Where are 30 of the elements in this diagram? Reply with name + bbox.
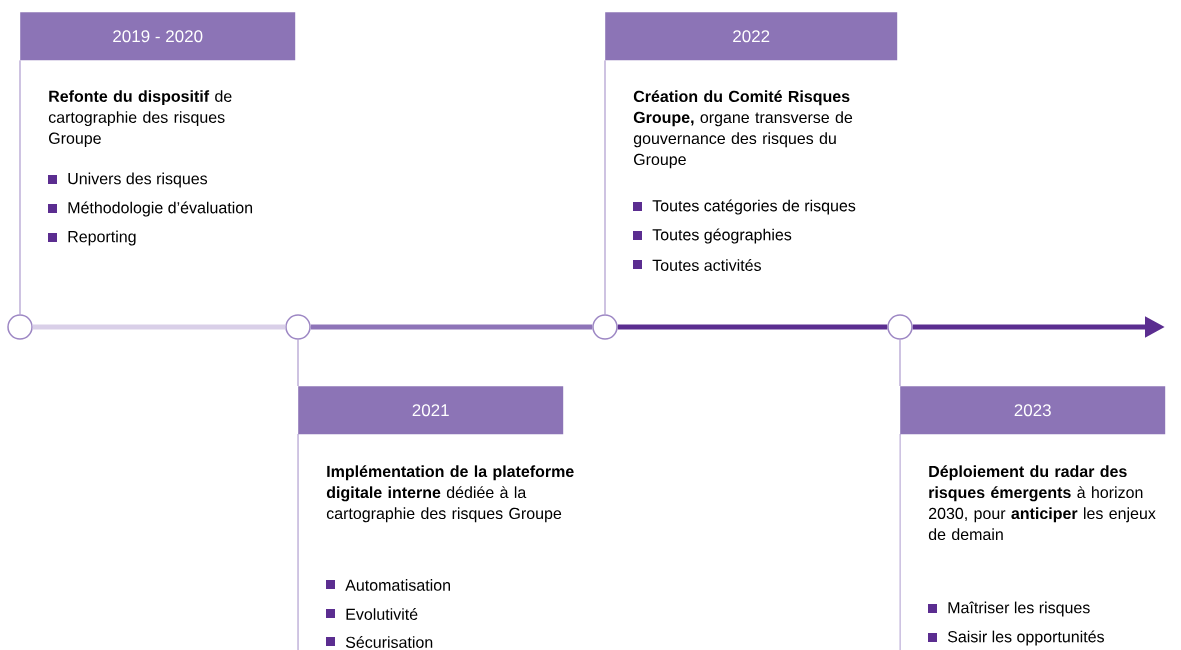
bullet-item: Toutes géographies [633,228,792,244]
connector-line [19,59,21,315]
description: Création du Comité Risques Groupe, organe transverse de gouvernance des risques du Groupe [633,90,853,169]
description: Refonte du dispositif de cartographie des risques Groupe [48,90,232,148]
timeline-line [32,324,286,330]
connector-line [899,339,901,387]
description: Déploiement du radar des risques émergents à horizon 2030, pour anticiper les enjeux de demain [928,465,1156,541]
connector-line [297,339,299,387]
bullet-item: Evolutivité [326,608,418,620]
description: Implémentation de la plateforme digitale interne dédiée à la cartographie des risques Groupe [326,465,574,523]
connector-line [604,59,606,315]
timeline-circle [7,314,33,340]
bullet-item: Automatisation [326,579,450,591]
timeline-line [310,324,593,330]
year-band: 2023 [900,386,1166,435]
timeline-circle [592,314,618,340]
year-band: 2022 [605,12,898,61]
timeline-line [617,324,888,330]
bullet-item: Toutes activités [633,259,761,271]
year-band: 2019 - 2020 [20,12,296,61]
bullet-item: Reporting [48,230,136,246]
bullet-item: Toutes catégories de risques [633,199,856,215]
bullet-item: Saisir les opportunités [928,630,1104,646]
bullet-item: Univers des risques [48,172,208,188]
bullet-item: Sécurisation [326,636,433,648]
timeline-circle [285,314,311,340]
timeline-circle [887,314,913,340]
year-band: 2021 [298,386,564,435]
bullet-item: Méthodologie d’évaluation [48,201,252,217]
bullet-item: Maîtriser les risques [928,601,1090,617]
